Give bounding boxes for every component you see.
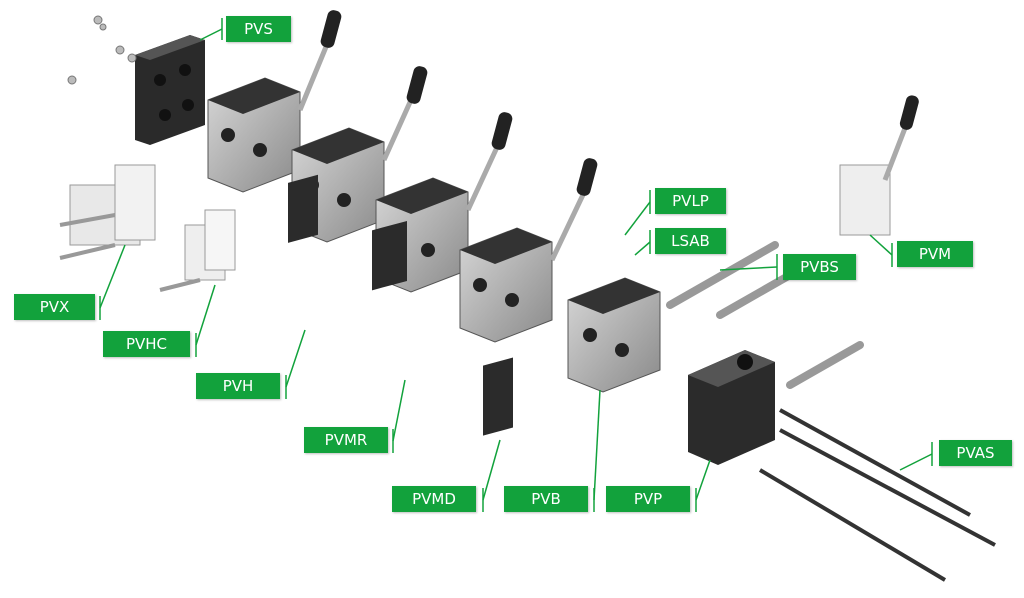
pvhc-module — [159, 209, 236, 292]
label-pvlp: PVLP — [655, 188, 726, 214]
label-lsab: LSAB — [655, 228, 726, 254]
label-pvhc: PVHC — [103, 331, 190, 357]
label-pvmr: PVMR — [304, 427, 388, 453]
leader-lines — [99, 18, 933, 512]
pvmd-module — [483, 357, 513, 436]
pvs-end-plate — [135, 35, 205, 145]
label-pvas: PVAS — [939, 440, 1012, 466]
pvx-module — [59, 164, 156, 260]
label-pvp: PVP — [606, 486, 690, 512]
pvmr-module — [372, 220, 407, 291]
label-pvm: PVM — [897, 241, 973, 267]
pvh-module — [288, 174, 318, 243]
label-pvb: PVB — [504, 486, 588, 512]
pvbs-spools — [666, 241, 864, 389]
label-pvmd: PVMD — [392, 486, 476, 512]
label-pvs: PVS — [226, 16, 291, 42]
pvp-pump-block — [688, 350, 775, 465]
pvb-sections — [207, 10, 661, 393]
label-pvbs: PVBS — [783, 254, 856, 280]
pvas-tie-rods — [758, 408, 996, 582]
label-pvx: PVX — [14, 294, 95, 320]
pvm-module — [839, 95, 919, 236]
nuts — [67, 15, 137, 85]
label-pvh: PVH — [196, 373, 280, 399]
